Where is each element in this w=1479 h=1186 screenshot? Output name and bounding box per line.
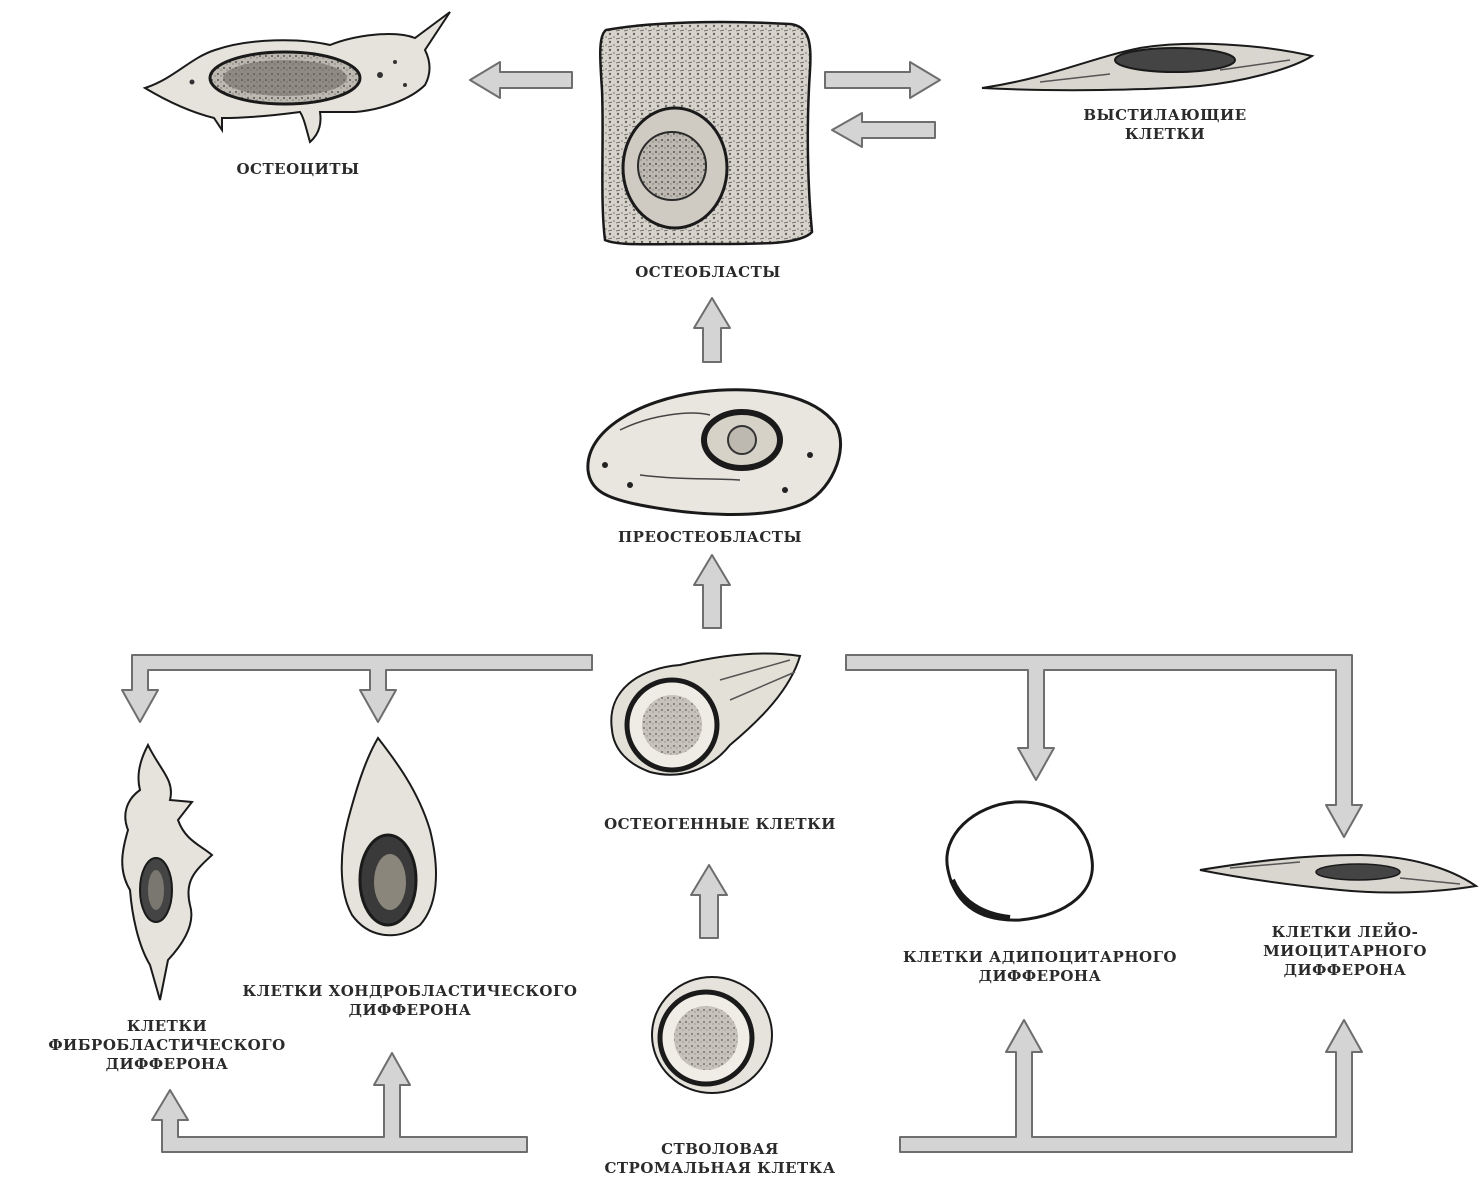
leiomyocyte-cell	[1200, 855, 1476, 893]
adipocyte-cell	[947, 802, 1093, 920]
arrow-lining-to-osteoblasts	[832, 113, 935, 147]
label-lining-cells-line2: КЛЕТКИ	[1050, 125, 1280, 144]
label-chondroblastic-line1: КЛЕТКИ ХОНДРОБЛАСТИЧЕСКОГО	[180, 982, 640, 1001]
label-lining-cells-line1: ВЫСТИЛАЮЩИЕ	[1050, 106, 1280, 125]
label-osteogenic-cells: ОСТЕОГЕННЫЕ КЛЕТКИ	[560, 815, 880, 834]
arrow-to-preosteoblasts	[694, 555, 730, 628]
top-right-branch	[846, 655, 1362, 837]
top-left-branch	[122, 655, 592, 722]
bottom-right-branch	[900, 1020, 1362, 1152]
arrow-to-osteocytes	[470, 62, 572, 98]
label-lining-cells: ВЫСТИЛАЮЩИЕ КЛЕТКИ	[1050, 106, 1280, 144]
label-leiomyocytic-line2: МИОЦИТАРНОГО	[1225, 942, 1465, 961]
label-fibroblastic-differon: КЛЕТКИ ФИБРОБЛАСТИЧЕСКОГО ДИФФЕРОНА	[2, 1017, 332, 1074]
label-stem-cell: СТВОЛОВАЯ СТРОМАЛЬНАЯ КЛЕТКА	[560, 1140, 880, 1178]
label-leiomyocytic-line3: ДИФФЕРОНА	[1225, 961, 1465, 980]
label-adipocytic-differon: КЛЕТКИ АДИПОЦИТАРНОГО ДИФФЕРОНА	[850, 948, 1230, 986]
osteocyte-cell	[145, 12, 450, 142]
label-adipocytic-line2: ДИФФЕРОНА	[850, 967, 1230, 986]
osteoblast-cell	[600, 22, 812, 244]
label-preosteoblasts: ПРЕОСТЕОБЛАСТЫ	[585, 528, 835, 547]
arrow-to-lining-cells	[825, 62, 940, 98]
osteogenic-cell	[611, 653, 800, 774]
label-chondroblastic-line2: ДИФФЕРОНА	[180, 1001, 640, 1020]
label-fibroblastic-line2: ФИБРОБЛАСТИЧЕСКОГО	[2, 1036, 332, 1055]
label-stem-cell-line2: СТРОМАЛЬНАЯ КЛЕТКА	[560, 1159, 880, 1178]
arrow-to-osteoblasts	[694, 298, 730, 362]
fibroblastic-cell	[122, 745, 212, 1000]
label-adipocytic-line1: КЛЕТКИ АДИПОЦИТАРНОГО	[850, 948, 1230, 967]
label-leiomyocytic-line1: КЛЕТКИ ЛЕЙО-	[1225, 923, 1465, 942]
label-osteocytes: ОСТЕОЦИТЫ	[208, 160, 388, 179]
label-stem-cell-line1: СТВОЛОВАЯ	[560, 1140, 880, 1159]
label-chondroblastic-differon: КЛЕТКИ ХОНДРОБЛАСТИЧЕСКОГО ДИФФЕРОНА	[180, 982, 640, 1020]
label-leiomyocytic-differon: КЛЕТКИ ЛЕЙО- МИОЦИТАРНОГО ДИФФЕРОНА	[1225, 923, 1465, 980]
preosteoblast-cell	[588, 390, 841, 515]
label-fibroblastic-line3: ДИФФЕРОНА	[2, 1055, 332, 1074]
lining-cell	[982, 44, 1312, 90]
arrow-to-osteogenic	[691, 865, 727, 938]
label-osteoblasts: ОСТЕОБЛАСТЫ	[608, 263, 808, 282]
chondroblastic-cell	[342, 738, 436, 935]
stem-cell	[652, 977, 772, 1093]
